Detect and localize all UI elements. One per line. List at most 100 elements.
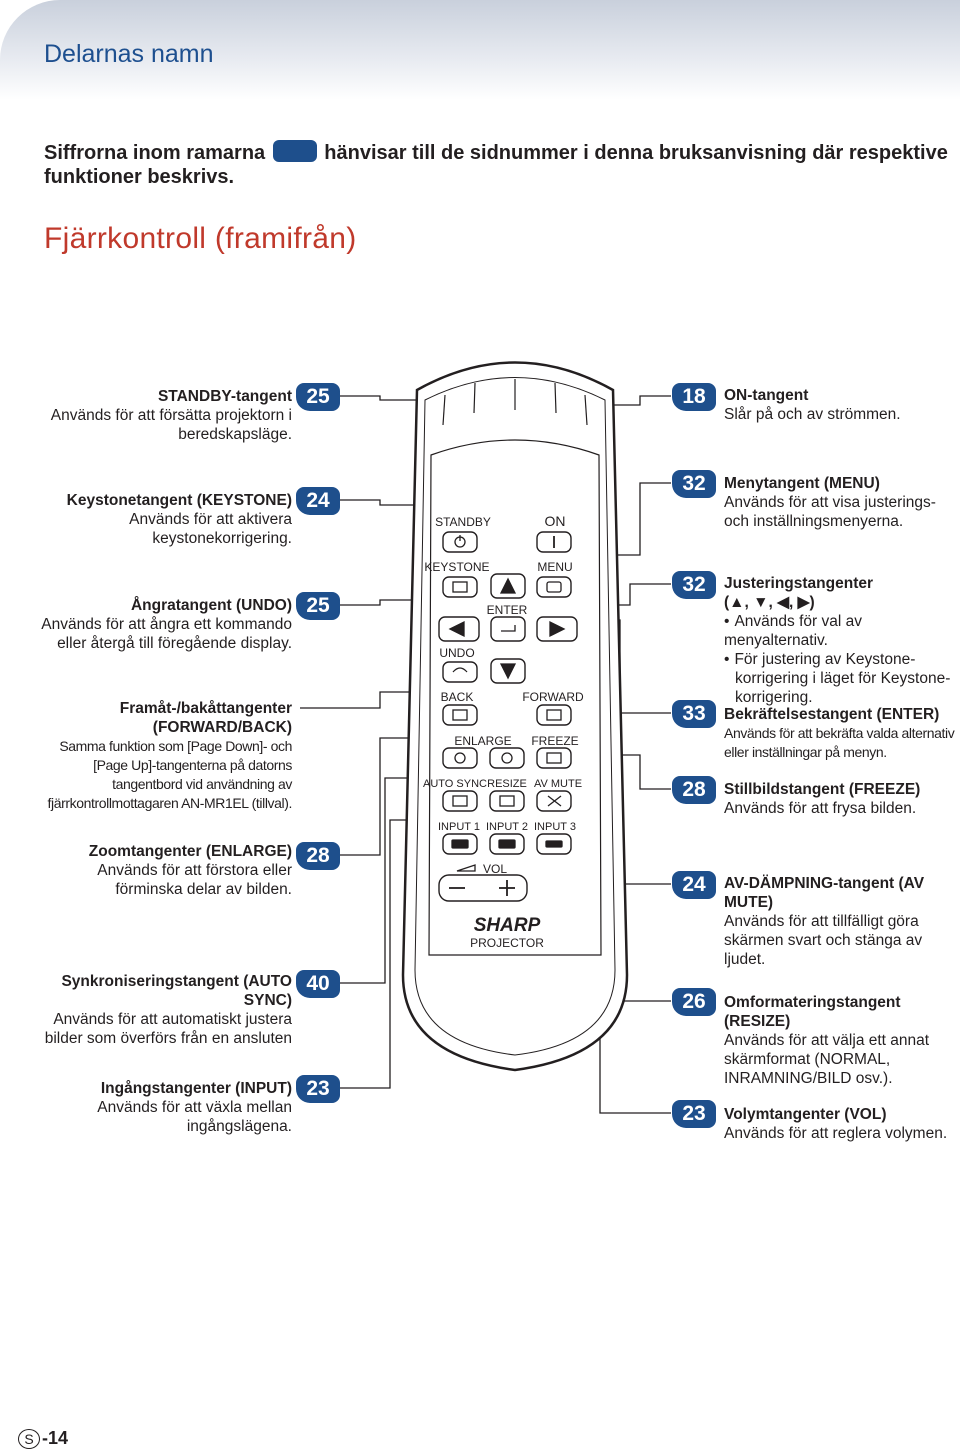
- label-desc: Samma funktion som [Page Down]- och [Pag…: [47, 738, 293, 811]
- label-desc: Används för att förstora eller förminska…: [97, 862, 292, 898]
- language-badge: S: [18, 1429, 40, 1449]
- keystone-icon: [452, 581, 468, 593]
- resize-button[interactable]: [489, 790, 525, 812]
- label-title: AV-DÄMPNING-tangent (AV MUTE): [724, 875, 925, 911]
- page-footer: S-14: [18, 1428, 68, 1449]
- remote-panel: [428, 439, 602, 956]
- autosync-button[interactable]: [442, 790, 478, 812]
- back-button[interactable]: [442, 704, 478, 726]
- up-arrow-icon: [499, 577, 517, 594]
- input1-icon: [451, 839, 469, 849]
- forward-button[interactable]: [536, 704, 572, 726]
- label-desc: Slår på och av strömmen.: [724, 406, 901, 423]
- bullet-item: Används för val av menyalternativ.: [724, 612, 956, 650]
- menu-icon: [546, 581, 562, 593]
- label-adjust: Justeringstangenter (▲, ▼, ◀, ▶) Används…: [724, 574, 956, 707]
- right-arrow-icon: [549, 620, 566, 638]
- bullet-item-cont: korrigering.: [735, 689, 813, 706]
- avmute-label: AV MUTE: [534, 778, 582, 790]
- brand-logo: SHARP: [474, 915, 541, 936]
- down-arrow-icon: [499, 663, 517, 680]
- enlarge-label: ENLARGE: [454, 734, 511, 748]
- forward-label: FORWARD: [522, 690, 584, 704]
- autosync-label: AUTO SYNC: [423, 778, 487, 790]
- bullet-item: För justering av Keystone-: [724, 650, 956, 669]
- enlarge-minus-button[interactable]: [442, 747, 478, 769]
- label-title: Justeringstangenter: [724, 575, 874, 592]
- freeze-button[interactable]: [536, 747, 572, 769]
- freeze-icon: [546, 752, 562, 764]
- label-input: Ingångstangenter (INPUT) Används för att…: [30, 1079, 292, 1136]
- page-badge: 23: [672, 1100, 716, 1128]
- label-title: Zoomtangenter (ENLARGE): [88, 843, 292, 860]
- zoom-in-icon: [501, 752, 513, 764]
- volume-rocker[interactable]: [438, 874, 528, 902]
- label-standby: STANDBY-tangent Används för att försätta…: [30, 387, 292, 444]
- label-resize: Omformateringstangent (RESIZE) Används f…: [724, 993, 934, 1088]
- page-badge: 18: [672, 383, 716, 411]
- label-desc: Används för att tillfälligt göra skärmen…: [724, 913, 923, 968]
- keystone-label: KEYSTONE: [424, 560, 489, 574]
- intro-text: Siffrorna inom ramarna hänvisar till de …: [44, 140, 960, 189]
- label-title: Menytangent (MENU): [724, 475, 880, 492]
- label-undo: Ångratangent (UNDO) Används för att ångr…: [30, 596, 292, 653]
- volume-ramp-icon: [456, 864, 476, 872]
- page-badge: 23: [296, 1075, 340, 1103]
- product-label: PROJECTOR: [470, 936, 544, 950]
- label-desc: Används för att frysa bilden.: [724, 800, 917, 817]
- label-menu: Menytangent (MENU) Används för att visa …: [724, 474, 956, 531]
- label-desc: Används för att reglera volymen.: [724, 1125, 948, 1142]
- standby-label: STANDBY: [435, 515, 491, 529]
- resize-icon: [499, 795, 515, 807]
- enter-button[interactable]: [490, 616, 526, 642]
- undo-icon: [452, 667, 468, 673]
- subtitle: Fjärrkontroll (framifrån): [44, 222, 357, 255]
- vol-label: VOL: [483, 862, 507, 876]
- label-enlarge: Zoomtangenter (ENLARGE) Används för att …: [30, 842, 292, 899]
- menu-button[interactable]: [536, 576, 572, 598]
- label-desc: Används för att försätta projektorn i be…: [50, 407, 292, 443]
- section-title: Delarnas namn: [44, 40, 214, 68]
- keystone-button[interactable]: [442, 576, 478, 598]
- label-vol: Volymtangenter (VOL) Används för att reg…: [724, 1105, 956, 1143]
- undo-button[interactable]: [442, 661, 478, 683]
- page-badge: 40: [296, 970, 340, 998]
- bullet-item-cont: korrigering i läget för Keystone-: [735, 670, 951, 687]
- back-icon: [452, 709, 468, 721]
- input2-icon: [498, 839, 516, 849]
- header-bar: [0, 0, 960, 100]
- page-badge: 26: [672, 988, 716, 1016]
- label-bullets: Används för val av menyalternativ. För j…: [724, 612, 956, 707]
- label-title: STANDBY-tangent: [157, 388, 292, 405]
- label-desc: Används för att ångra ett kommando eller…: [41, 616, 292, 652]
- label-title: Ingångstangenter (INPUT): [100, 1080, 292, 1097]
- intro-after: hänvisar till de sidnummer i denna bruks…: [44, 142, 948, 188]
- menu-label: MENU: [537, 560, 572, 574]
- label-title: Ångratangent (UNDO): [130, 597, 292, 614]
- remote-outline: [401, 361, 629, 1072]
- input1-label: INPUT 1: [438, 821, 480, 833]
- standby-button[interactable]: [442, 531, 478, 553]
- input3-label: INPUT 3: [534, 821, 576, 833]
- avmute-icon: [547, 795, 562, 807]
- enlarge-plus-button[interactable]: [489, 747, 525, 769]
- label-arrows: (▲, ▼, ◀, ▶): [724, 594, 815, 611]
- label-desc: Används för att växla mellan ingångsläge…: [97, 1099, 292, 1135]
- ir-window-ridges: [442, 379, 588, 426]
- label-title: Stillbildstangent (FREEZE): [724, 781, 921, 798]
- label-title: Volymtangenter (VOL): [724, 1106, 887, 1123]
- label-title: Synkroniseringstangent (AUTO SYNC): [61, 973, 292, 1009]
- input3-icon: [545, 840, 563, 848]
- input2-label: INPUT 2: [486, 821, 528, 833]
- label-forward-back: Framåt-/bakåttangenter (FORWARD/BACK) Sa…: [30, 699, 293, 813]
- page-badge: 32: [672, 571, 716, 599]
- page-reference-frame-icon: [272, 140, 317, 162]
- label-title: Omformateringstangent (RESIZE): [724, 994, 901, 1030]
- label-freeze: Stillbildstangent (FREEZE) Används för a…: [724, 780, 956, 818]
- enter-icon: [501, 625, 516, 632]
- label-avmute: AV-DÄMPNING-tangent (AV MUTE) Används fö…: [724, 874, 936, 969]
- page-badge: 28: [296, 842, 340, 870]
- page-badge: 24: [296, 487, 340, 515]
- on-label: ON: [545, 513, 566, 529]
- page-badge: 24: [672, 871, 716, 899]
